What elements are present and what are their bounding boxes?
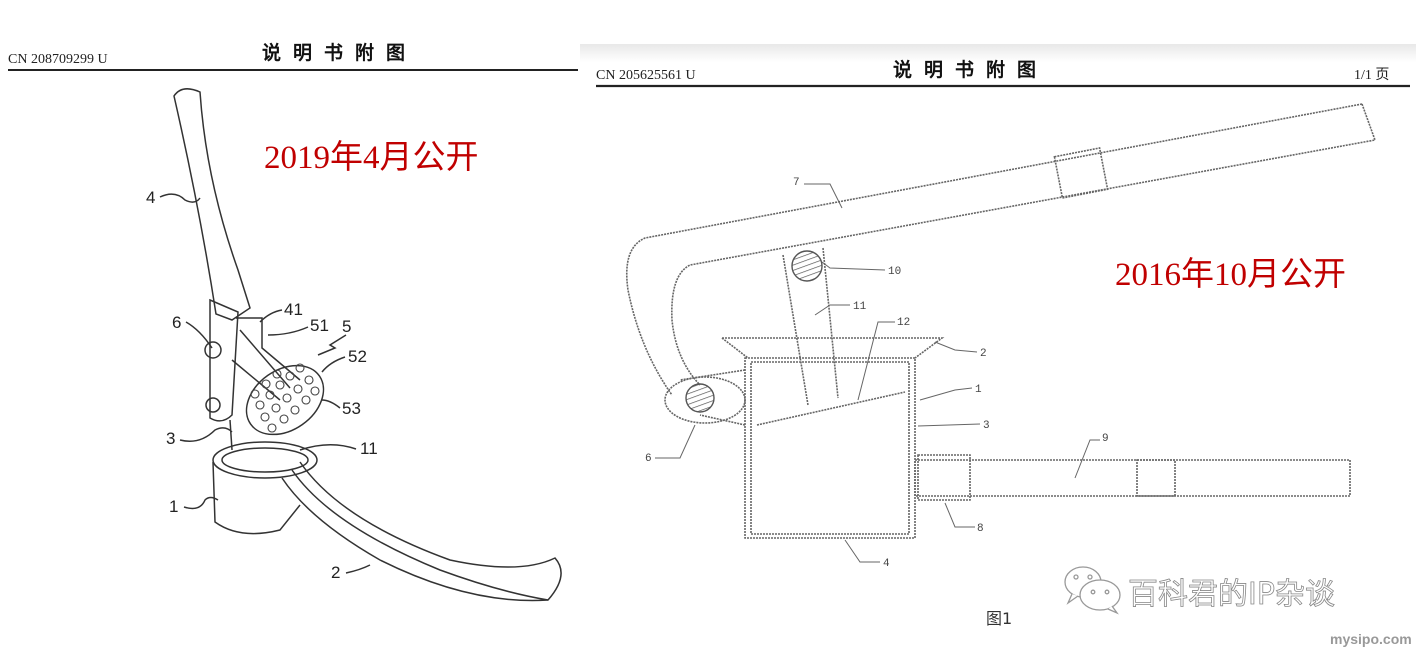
right-patent-number: CN 205625561 U <box>596 68 696 83</box>
ref-label: 1 <box>975 384 982 396</box>
left-patent-page: CN 208709299 U 说明书附图 <box>8 41 578 602</box>
watermark: 百科君的IP杂谈 mysipo.com <box>1064 566 1412 647</box>
right-header-title: 说明书附图 <box>893 58 1048 81</box>
ref-label: 10 <box>888 266 901 278</box>
ref-label: 51 <box>310 316 329 335</box>
ref-label: 6 <box>645 453 652 465</box>
ref-label: 11 <box>360 439 378 458</box>
figure-caption: 图1 <box>986 609 1012 628</box>
ref-label: 1 <box>169 497 178 516</box>
right-patent-page: CN 205625561 U 说明书附图 1/1 页 <box>580 44 1416 628</box>
ref-label: 7 <box>793 177 800 189</box>
ref-label: 53 <box>342 399 361 418</box>
watermark-account: 百科君的IP杂谈 <box>1128 577 1335 612</box>
right-publication-note: 2016年10月公开 <box>1115 256 1346 293</box>
left-patent-number: CN 208709299 U <box>8 52 108 67</box>
left-reference-labels: 4 6 41 51 5 52 53 3 11 1 2 <box>146 188 378 582</box>
left-publication-note: 2019年4月公开 <box>264 139 479 176</box>
press-device-drawing <box>626 103 1377 539</box>
ref-label: 4 <box>883 558 890 570</box>
ref-label: 9 <box>1102 433 1109 445</box>
ref-label: 52 <box>348 347 367 366</box>
ref-label: 41 <box>284 300 303 319</box>
ref-label: 6 <box>172 313 181 332</box>
ref-label: 3 <box>983 420 990 432</box>
watermark-site: mysipo.com <box>1330 631 1412 647</box>
ref-label: 2 <box>331 563 340 582</box>
ref-label: 4 <box>146 188 155 207</box>
ref-label: 12 <box>897 317 910 329</box>
garlic-press-drawing <box>173 88 562 602</box>
ref-label: 11 <box>853 301 867 313</box>
ref-label: 5 <box>342 317 351 336</box>
wechat-icon <box>1064 566 1121 615</box>
right-reference-labels: 7 10 11 12 2 1 3 9 6 8 4 <box>645 177 1109 570</box>
left-header-title: 说明书附图 <box>262 41 417 64</box>
ref-label: 3 <box>166 429 175 448</box>
ref-label: 8 <box>977 523 984 535</box>
ref-label: 2 <box>980 348 987 360</box>
page-number: 1/1 页 <box>1354 68 1389 83</box>
